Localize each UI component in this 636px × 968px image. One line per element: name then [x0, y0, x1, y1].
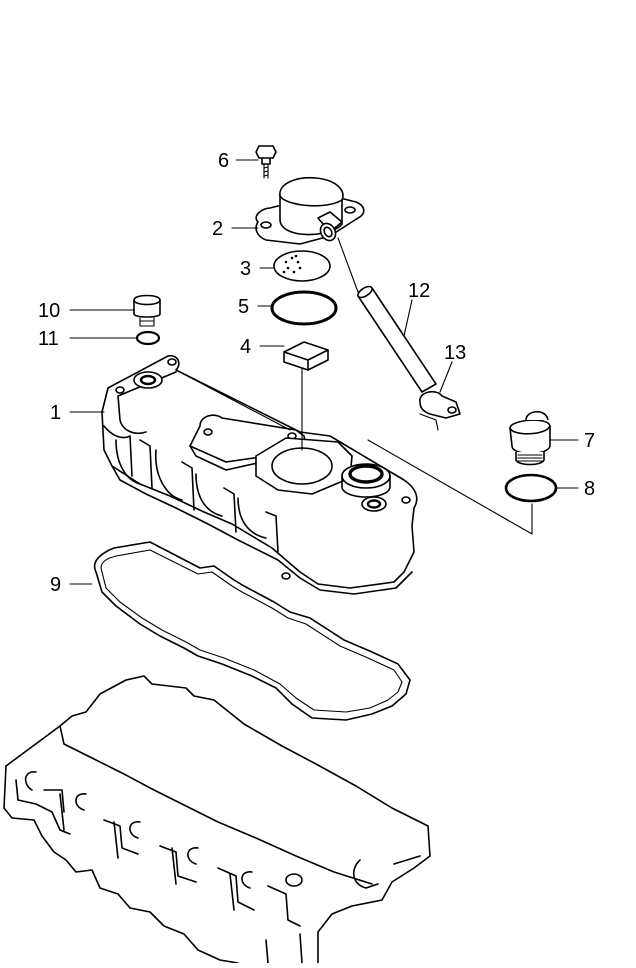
- callout-13: 13: [444, 342, 466, 364]
- callout-9: 9: [50, 574, 61, 596]
- callout-1: 1: [50, 402, 61, 424]
- part-8-o-ring: [504, 473, 558, 503]
- callout-2: 2: [212, 218, 223, 240]
- callout-10: 10: [38, 300, 60, 322]
- callout-labels: 6 2 3 5 4 10 11 1 9 12 13 7 8: [38, 150, 595, 596]
- part-11-washer: [135, 330, 161, 346]
- part-7-filler-cap: [509, 410, 551, 466]
- part-9-gasket: [93, 541, 411, 721]
- callout-8: 8: [584, 478, 595, 500]
- part-1-head-cover: [101, 354, 418, 595]
- callout-7: 7: [584, 430, 595, 452]
- part-4-pad: [283, 341, 329, 371]
- callout-4: 4: [240, 336, 251, 358]
- filler-leader: [367, 439, 533, 535]
- part-3-filter-element: [273, 250, 331, 282]
- part-12-hose: [337, 237, 437, 393]
- part-6-bolt: [255, 145, 277, 179]
- callout-6: 6: [218, 150, 229, 172]
- part-13-clamp: [419, 390, 461, 431]
- part-2-breather-cover: [255, 176, 365, 245]
- callout-3: 3: [240, 258, 251, 280]
- cylinder-head-block: [3, 675, 431, 964]
- callout-5: 5: [238, 296, 249, 318]
- callout-11: 11: [38, 328, 59, 350]
- part-10-plug: [133, 294, 161, 327]
- callout-12: 12: [408, 280, 430, 302]
- part-5-o-ring: [270, 290, 338, 326]
- callout-leaders: [69, 159, 579, 585]
